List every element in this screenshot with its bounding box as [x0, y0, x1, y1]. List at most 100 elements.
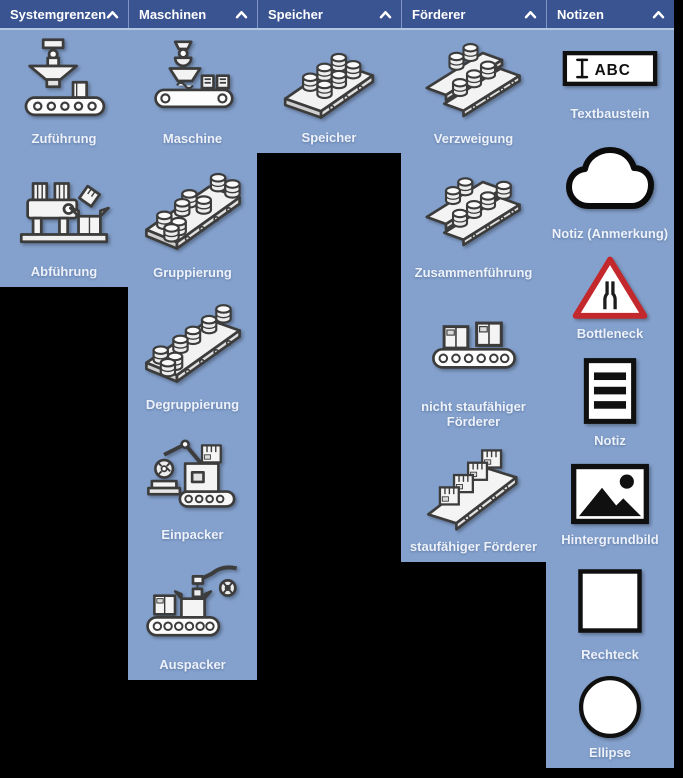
nicht-staufaehiger-foerderer-icon-svg — [431, 321, 516, 370]
verzweigung-icon — [401, 30, 546, 131]
tool-label: Speicher — [301, 129, 357, 145]
textbaustein-icon-svg: ABC — [562, 50, 658, 86]
zusammenfuehrung-icon — [401, 155, 546, 265]
einpacker-icon-svg — [146, 439, 235, 508]
zusammenfuehrung-icon-svg — [424, 176, 521, 246]
column-foerderer: Förderer — [401, 0, 546, 562]
column-systemgrenzen: Systemgrenzen — [0, 0, 128, 287]
tool-bottleneck[interactable]: Bottleneck — [546, 249, 674, 349]
tool-zusammenfuehrung[interactable]: Zusammenführung — [401, 155, 546, 289]
abfuehrung-icon-svg — [19, 182, 110, 243]
column-notizen: Notizen ABC Textbaustein — [546, 0, 674, 768]
tool-gruppierung[interactable]: Gruppierung — [128, 155, 257, 289]
hintergrundbild-icon-svg — [571, 463, 649, 525]
tool-maschine[interactable]: Maschine — [128, 30, 257, 155]
tool-label: Auspacker — [159, 656, 226, 672]
tool-label: Ellipse — [589, 744, 631, 760]
tool-label: Bottleneck — [576, 325, 644, 341]
maschine-icon — [128, 30, 257, 131]
notiz-anmerkung-icon-svg — [566, 146, 654, 209]
tool-textbaustein[interactable]: ABC Textbaustein — [546, 30, 674, 130]
tool-zufuehrung[interactable]: Zuführung — [0, 30, 128, 154]
tool-verzweigung[interactable]: Verzweigung — [401, 30, 546, 155]
tool-auspacker[interactable]: Auspacker — [128, 550, 257, 680]
column-speicher: Speicher — [257, 0, 401, 153]
tool-label: staufähiger Förderer — [409, 538, 538, 554]
tool-hintergrundbild[interactable]: Hintergrundbild — [546, 456, 674, 556]
notiz-anmerkung-cloud-icon — [546, 130, 674, 226]
notiz-document-icon — [546, 349, 674, 432]
tool-rechteck[interactable]: Rechteck — [546, 556, 674, 671]
column-body-maschinen: Maschine — [128, 28, 257, 680]
rechteck-icon — [546, 556, 674, 647]
tool-notiz-anmerkung[interactable]: Notiz (Anmerkung) — [546, 130, 674, 250]
tool-label: Zusammenführung — [414, 264, 533, 280]
column-header-maschinen[interactable]: Maschinen — [128, 0, 257, 28]
verzweigung-icon-svg — [424, 42, 521, 117]
textbaustein-abc-text: ABC — [595, 62, 631, 79]
tool-label: Rechteck — [581, 646, 639, 662]
column-title: Notizen — [557, 6, 604, 22]
column-body-speicher: Speicher — [257, 28, 401, 153]
tool-nicht-staufaehiger-foerderer[interactable]: nicht staufähiger Förderer — [401, 288, 546, 437]
tool-label: nicht staufähiger Förderer — [421, 398, 526, 430]
auspacker-icon-svg — [145, 564, 237, 637]
chevron-up-icon[interactable] — [524, 10, 537, 19]
tool-label: Verzweigung — [433, 131, 514, 147]
tool-label: Hintergrundbild — [561, 532, 659, 548]
chevron-up-icon[interactable] — [106, 10, 119, 19]
tool-label: Degruppierung — [145, 397, 240, 413]
notiz-icon-svg — [583, 357, 637, 424]
gruppierung-icon-svg — [144, 172, 241, 250]
tool-label: Einpacker — [161, 527, 224, 543]
tool-label: Textbaustein — [570, 106, 650, 122]
tool-label: Abführung — [30, 263, 98, 279]
column-title: Maschinen — [139, 6, 207, 22]
column-body-foerderer: Verzweigung — [401, 28, 546, 562]
tool-ellipse[interactable]: Ellipse — [546, 670, 674, 768]
einpacker-icon — [128, 421, 257, 527]
tool-label: Notiz (Anmerkung) — [551, 226, 669, 242]
speicher-icon-svg — [283, 52, 375, 119]
abfuehrung-icon — [0, 154, 128, 264]
speicher-icon — [257, 30, 401, 130]
chevron-up-icon[interactable] — [652, 10, 665, 19]
column-header-speicher[interactable]: Speicher — [257, 0, 401, 28]
zufuehrung-icon — [0, 30, 128, 131]
column-header-systemgrenzen[interactable]: Systemgrenzen — [0, 0, 128, 28]
column-header-foerderer[interactable]: Förderer — [401, 0, 546, 28]
nicht-staufaehiger-foerderer-icon — [401, 288, 546, 399]
ellipse-icon-svg — [578, 676, 642, 739]
column-title: Speicher — [268, 6, 323, 22]
column-maschinen: Maschinen — [128, 0, 257, 680]
chevron-up-icon[interactable] — [235, 10, 248, 19]
rechteck-icon-svg — [578, 569, 642, 634]
column-title: Systemgrenzen — [10, 6, 107, 22]
tool-label: Maschine — [162, 131, 223, 147]
zufuehrung-icon-svg — [24, 38, 106, 117]
staufaehiger-foerderer-icon — [401, 437, 546, 538]
staufaehiger-foerderer-icon-svg — [426, 449, 518, 531]
tool-label: Gruppierung — [153, 264, 232, 280]
column-header-notizen[interactable]: Notizen — [546, 0, 674, 28]
degruppierung-icon-svg — [144, 303, 241, 383]
degruppierung-icon — [128, 288, 257, 397]
tool-abfuehrung[interactable]: Abführung — [0, 154, 128, 287]
column-body-systemgrenzen: Zuführung — [0, 28, 128, 287]
maschine-icon-svg — [153, 40, 234, 108]
tool-notiz[interactable]: Notiz — [546, 349, 674, 456]
tool-label: Zuführung — [31, 130, 97, 146]
chevron-up-icon[interactable] — [379, 10, 392, 19]
tool-speicher[interactable]: Speicher — [257, 30, 401, 153]
tool-staufaehiger-foerderer[interactable]: staufähiger Förderer — [401, 437, 546, 562]
tool-degruppierung[interactable]: Degruppierung — [128, 288, 257, 421]
bottleneck-icon-svg — [572, 256, 648, 319]
textbaustein-icon: ABC — [546, 30, 674, 106]
bottleneck-sign-icon — [546, 249, 674, 325]
column-body-notizen: ABC Textbaustein Notiz (Anmerkung) — [546, 28, 674, 768]
tool-einpacker[interactable]: Einpacker — [128, 421, 257, 551]
column-title: Förderer — [412, 6, 466, 22]
auspacker-icon — [128, 550, 257, 656]
ellipse-icon — [546, 670, 674, 744]
